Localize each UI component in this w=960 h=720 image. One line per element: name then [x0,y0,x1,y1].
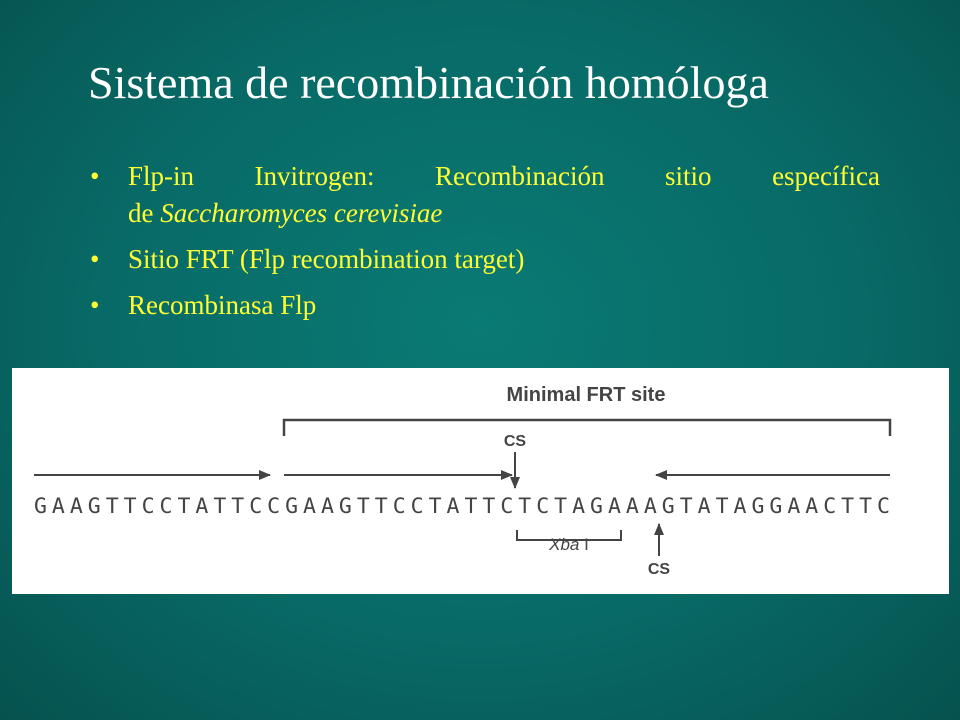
bullet-dot: • [90,244,100,274]
cleavage-site-top-label: CS [504,433,527,450]
frt-diagram: Minimal FRT site CS GAAGTTCCTATTCCGAAGTT… [34,384,892,578]
frt-site-figure: Minimal FRT site CS GAAGTTCCTATTCCGAAGTT… [12,368,949,594]
xbai-label-roman: I [579,535,588,554]
bullet-list: • Flp-in Invitrogen: Recombinación sitio… [90,158,880,333]
bullet-recombinase-text: Recombinasa Flp [128,290,317,320]
bullet-recombinase: • Recombinasa Flp [90,287,880,324]
bullet-dot: • [90,161,100,191]
bullet-dot: • [90,290,100,320]
xbai-bracket [516,530,622,541]
bullet-flp-in: • Flp-in Invitrogen: Recombinación sitio… [90,158,880,232]
frt-dna-sequence: GAAGTTCCTATTCCGAAGTTCCTATTCTCTAGAAAGTATA… [34,494,890,519]
bullet-frt-site-text: Sitio FRT (Flp recombination target) [128,244,525,274]
xbai-label: Xba I [548,535,589,554]
minimal-frt-site-label: Minimal FRT site [507,384,666,406]
bullet-flp-in-prefix: de [128,198,161,228]
xbai-label-italic: Xba [548,535,579,554]
minimal-frt-bracket [282,418,892,436]
slide-title: Sistema de recombinación homóloga [88,57,769,108]
cleavage-site-bottom-label: CS [648,561,671,578]
species-name: Saccharomyces cerevisiae [160,198,443,228]
bullet-flp-in-line1: Flp-in Invitrogen: Recombinación sitio e… [128,161,880,191]
bullet-frt-site: • Sitio FRT (Flp recombination target) [90,241,880,278]
